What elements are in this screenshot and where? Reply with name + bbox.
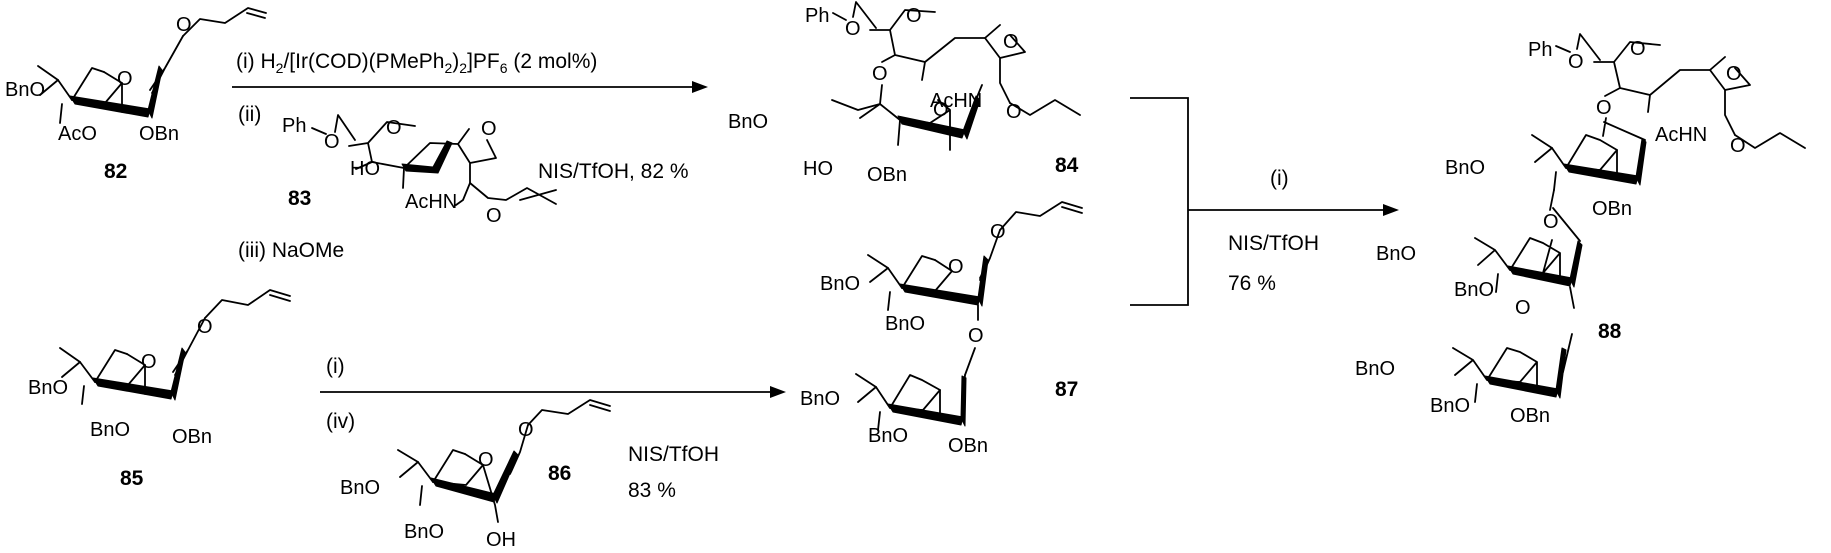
c82-aglycone-oxygen: O xyxy=(176,14,192,36)
c86-aglycone-oxygen: O xyxy=(518,419,534,441)
compound-87: BnO BnO O O O BnO BnO OBn 87 xyxy=(800,201,1083,457)
c88-r1-obn-label: OBn xyxy=(1592,198,1632,220)
c88-link-oxygen-2: O xyxy=(1543,211,1559,233)
c84-hydroxyl-label: HO xyxy=(803,158,833,180)
c84-acetal-oxygen-2: O xyxy=(906,5,922,27)
compound-83: Ph O O HO AcHN O O 83 xyxy=(282,114,557,227)
c88-r2-bno-bottom-label: BnO xyxy=(1454,279,1494,301)
compound-85: BnO BnO OBn O O 85 xyxy=(28,289,291,490)
step1-condition-ii: (ii) xyxy=(238,103,261,126)
c88-r3-bno-bottom-label: BnO xyxy=(1430,395,1470,417)
c88-acetal-oxygen-1: O xyxy=(1568,51,1584,73)
c88-r1-bno-label: BnO xyxy=(1445,157,1485,179)
c83-ring-oxygen: O xyxy=(481,118,497,140)
c86-hydroxyl-label: OH xyxy=(486,529,516,551)
c87-link-oxygen: O xyxy=(968,325,984,347)
convergence-bracket xyxy=(1130,97,1189,306)
step2-condition-i: (i) xyxy=(326,355,345,378)
c88-r3-bno-label: BnO xyxy=(1355,358,1395,380)
reaction-step-3: (i) NIS/TfOH 76 % xyxy=(1130,97,1399,306)
c84-ring-oxygen-rha: O xyxy=(933,99,949,121)
step3-yield: 76 % xyxy=(1228,272,1276,295)
c82-aco-label: AcO xyxy=(58,123,97,145)
c83-acetamido-label: AcHN xyxy=(405,191,457,213)
c87-aglycone-oxygen: O xyxy=(990,221,1006,243)
c87-lower-bno-label: BnO xyxy=(800,388,840,410)
c88-r2-bno-label: BnO xyxy=(1376,243,1416,265)
compound-86: BnO BnO OH O O 86 xyxy=(340,399,611,551)
c84-ring-oxygen-glc: O xyxy=(1003,31,1019,53)
c86-bno-label: BnO xyxy=(340,477,380,499)
c84-phenyl-label: Ph xyxy=(805,5,829,27)
reaction-step-1: (i) H2/[Ir(COD)(PMePh2)2]PF6 (2 mol%) (i… xyxy=(232,50,708,262)
c83-number: 83 xyxy=(288,187,311,210)
c88-r3-obn-label: OBn xyxy=(1510,405,1550,427)
c88-acetamido-label: AcHN xyxy=(1655,124,1707,146)
c87-ring-oxygen: O xyxy=(948,256,964,278)
step1-condition-i: (i) H2/[Ir(COD)(PMePh2)2]PF6 (2 mol%) xyxy=(236,50,597,76)
c83-phenyl-label: Ph xyxy=(282,115,306,137)
c84-aglycone-oxygen: O xyxy=(1006,101,1022,123)
c83-acetal-oxygen-1: O xyxy=(324,131,340,153)
c85-number: 85 xyxy=(120,467,144,490)
c85-obn-label: OBn xyxy=(172,426,212,448)
c85-bno-label: BnO xyxy=(28,377,68,399)
c84-link-oxygen: O xyxy=(872,63,888,85)
c83-hydroxyl-label: HO xyxy=(350,158,380,180)
compound-82: BnO AcO OBn O O 82 xyxy=(5,7,267,183)
step2-condition-iv: (iv) xyxy=(326,410,355,433)
c85-ring-oxygen: O xyxy=(141,351,157,373)
step1-glycosylation: NIS/TfOH, 82 % xyxy=(538,160,689,183)
c87-lower-bno-bottom-label: BnO xyxy=(868,425,908,447)
c88-link-oxygen-3: O xyxy=(1515,297,1531,319)
arrow-2-head xyxy=(770,386,786,398)
c82-bno-label: BnO xyxy=(5,79,45,101)
c87-upper-bno-bottom-label: BnO xyxy=(885,313,925,335)
c84-bno-label: BnO xyxy=(728,111,768,133)
compound-88: Ph O O O O AcHN O BnO OBn O BnO BnO O Bn… xyxy=(1355,33,1806,427)
c87-upper-bno-label: BnO xyxy=(820,273,860,295)
c85-aglycone-oxygen: O xyxy=(197,316,213,338)
arrow-3-head xyxy=(1383,204,1399,216)
step2-glycosylation: NIS/TfOH xyxy=(628,443,719,466)
step1-condition-iii: (iii) NaOMe xyxy=(238,239,344,262)
c83-aglycone-oxygen: O xyxy=(486,205,502,227)
c85-bno-bottom-label: BnO xyxy=(90,419,130,441)
step3-condition-i: (i) xyxy=(1270,167,1289,190)
c84-acetal-oxygen-1: O xyxy=(845,18,861,40)
c88-acetal-oxygen-2: O xyxy=(1630,38,1646,60)
c84-number: 84 xyxy=(1055,154,1079,177)
c86-number: 86 xyxy=(548,462,571,485)
c86-ring-oxygen: O xyxy=(478,449,494,471)
c88-phenyl-label: Ph xyxy=(1528,39,1552,61)
step2-yield: 83 % xyxy=(628,479,676,502)
c88-number: 88 xyxy=(1598,320,1622,343)
c87-lower-obn-label: OBn xyxy=(948,435,988,457)
c88-link-oxygen-1: O xyxy=(1596,97,1612,119)
c84-obn-label: OBn xyxy=(867,164,907,186)
step3-glycosylation: NIS/TfOH xyxy=(1228,232,1319,255)
c86-bno-bottom-label: BnO xyxy=(404,521,444,543)
reaction-step-2: (i) (iv) NIS/TfOH 83 % xyxy=(320,355,786,502)
c88-aglycone-oxygen: O xyxy=(1730,135,1746,157)
c82-obn-label: OBn xyxy=(139,123,179,145)
c82-number: 82 xyxy=(104,160,127,183)
c88-ring-oxygen: O xyxy=(1726,63,1742,85)
c84-acetamido-label: AcHN xyxy=(930,90,982,112)
compound-84: Ph O O O AcHN O O BnO HO OBn O 84 xyxy=(728,1,1081,186)
c87-number: 87 xyxy=(1055,378,1078,401)
c82-ring-oxygen: O xyxy=(117,68,133,90)
c83-acetal-oxygen-2: O xyxy=(386,117,402,139)
arrow-1-head xyxy=(692,81,708,93)
